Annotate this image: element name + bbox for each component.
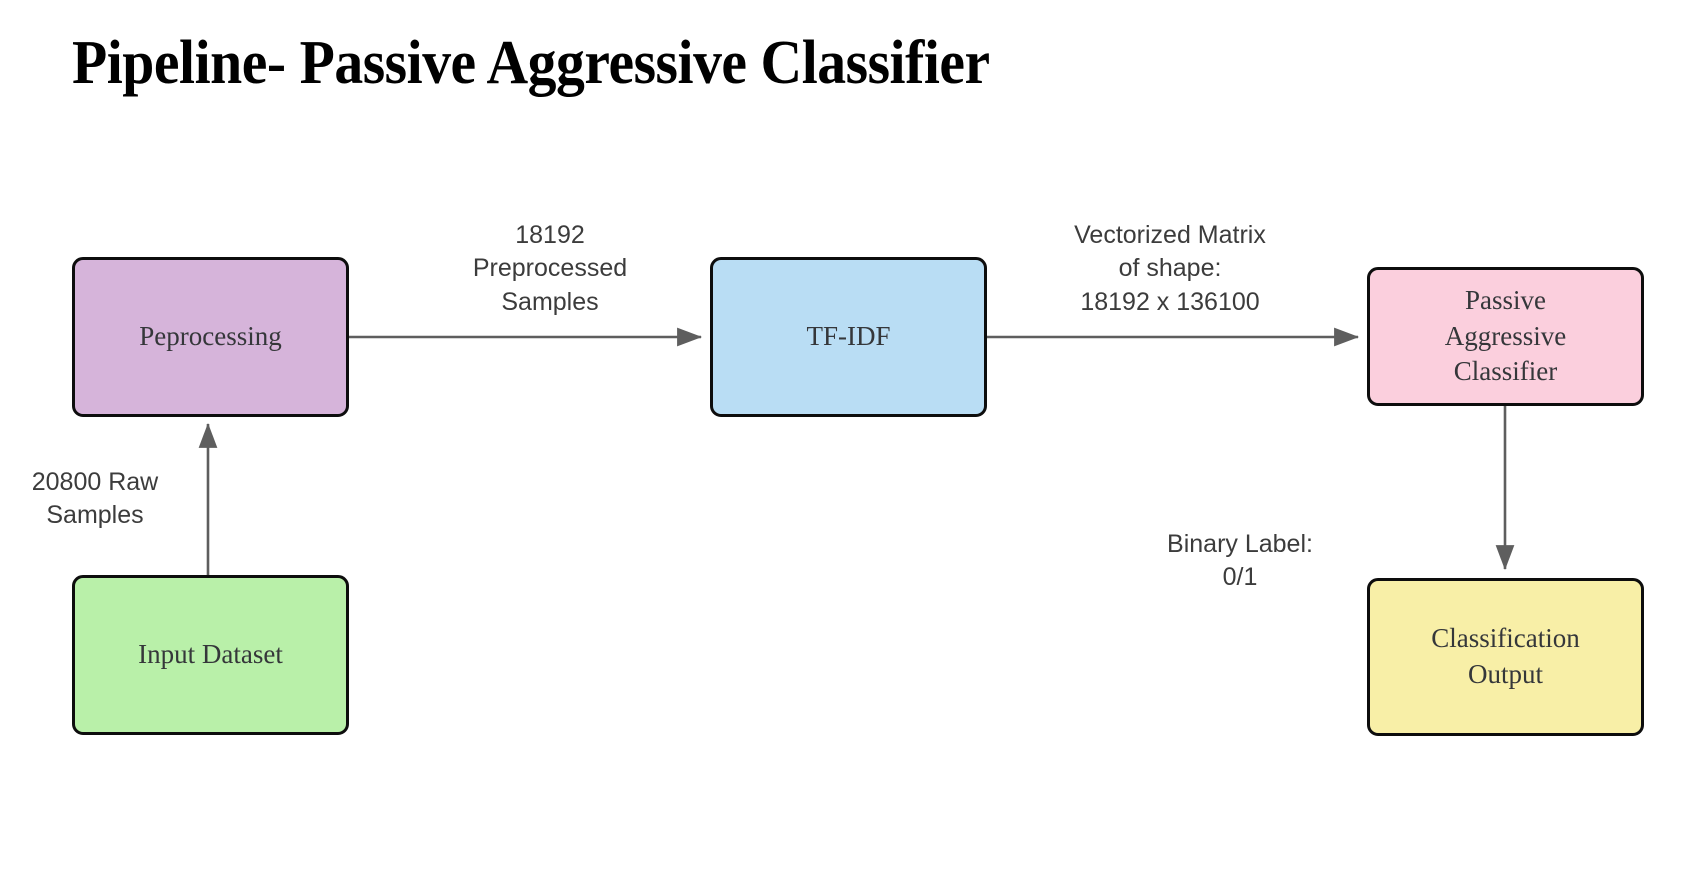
node-classification-output[interactable]: Classification Output xyxy=(1367,578,1644,736)
edge-label-preprocessed-samples: 18192 Preprocessed Samples xyxy=(472,221,628,316)
edge-label-raw-samples: 20800 Raw Samples xyxy=(31,468,159,530)
node-tfidf[interactable]: TF-IDF xyxy=(710,257,987,417)
node-input-dataset[interactable]: Input Dataset xyxy=(72,575,349,735)
edge-label-vectorized-matrix: Vectorized Matrix of shape: 18192 x 1361… xyxy=(1074,221,1266,316)
page-title: Pipeline- Passive Aggressive Classifier xyxy=(72,29,990,97)
node-preprocessing[interactable]: Peprocessing xyxy=(72,257,349,417)
node-passive-aggressive-classifier[interactable]: Passive Aggressive Classifier xyxy=(1367,267,1644,406)
edge-label-binary-label: Binary Label: 0/1 xyxy=(1167,530,1313,592)
